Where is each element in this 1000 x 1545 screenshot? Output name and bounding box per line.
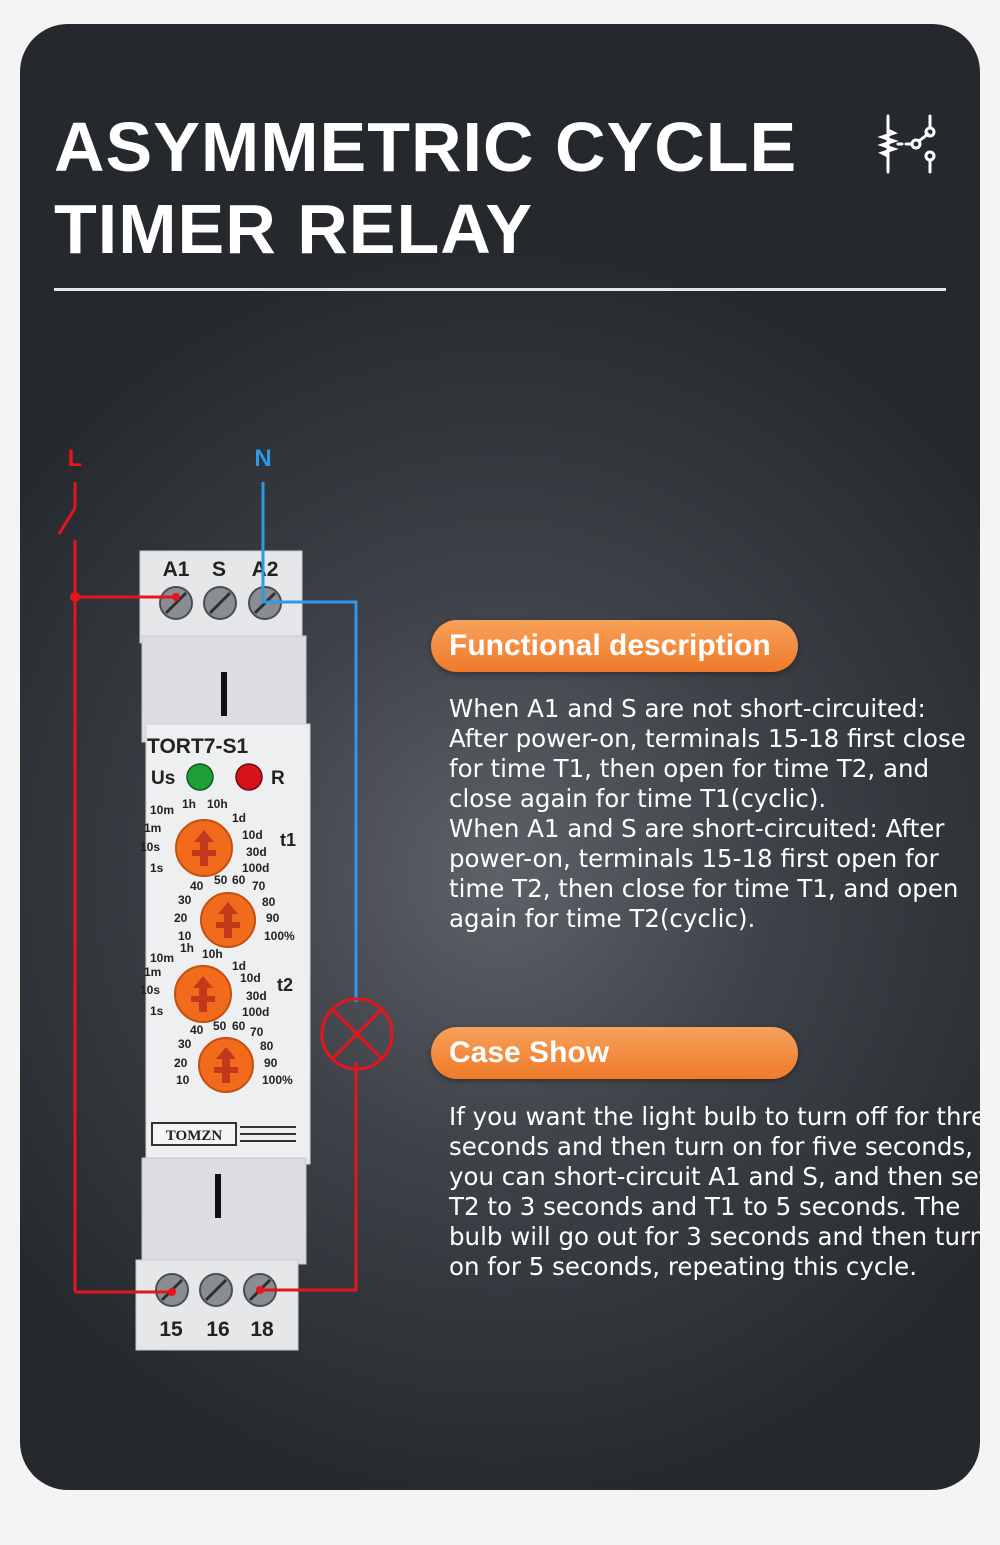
neutral-label: N bbox=[254, 445, 271, 472]
model-name: TORT7-S1 bbox=[147, 735, 248, 758]
svg-text:60: 60 bbox=[232, 1019, 246, 1033]
brand-box bbox=[151, 1122, 237, 1146]
svg-text:1d: 1d bbox=[232, 811, 246, 825]
t1-range-knob[interactable] bbox=[175, 819, 233, 877]
svg-text:90: 90 bbox=[266, 911, 280, 925]
svg-text:1s: 1s bbox=[150, 1004, 164, 1018]
svg-text:50: 50 bbox=[214, 873, 228, 887]
svg-text:1d: 1d bbox=[232, 959, 246, 973]
terminal-label-18: 18 bbox=[250, 1318, 274, 1341]
t1-range-ticks: 10m 1h 10h 1d 1m 10d 10s 30d 1s 100d bbox=[140, 797, 269, 875]
svg-text:40: 40 bbox=[190, 1023, 204, 1037]
t2-range-knob[interactable] bbox=[174, 965, 232, 1023]
svg-text:100%: 100% bbox=[262, 1073, 293, 1087]
led-label-us: Us bbox=[151, 768, 175, 789]
brand-lines bbox=[240, 1126, 296, 1142]
live-label: L bbox=[68, 445, 83, 472]
svg-text:100d: 100d bbox=[242, 1005, 269, 1019]
page-title: ASYMMETRIC CYCLE TIMER RELAY bbox=[54, 106, 797, 270]
svg-text:10m: 10m bbox=[150, 803, 174, 817]
svg-text:10s: 10s bbox=[140, 840, 160, 854]
svg-text:30d: 30d bbox=[246, 845, 267, 859]
t2-percent-knob[interactable] bbox=[198, 1037, 254, 1093]
svg-text:100d: 100d bbox=[242, 861, 269, 875]
wire-neutral-to-lamp bbox=[261, 482, 358, 1002]
t1-percent-ticks: 40 50 60 70 30 80 20 90 10 100% bbox=[174, 873, 295, 943]
contact-15 bbox=[168, 1288, 176, 1296]
svg-text:70: 70 bbox=[252, 879, 266, 893]
terminal-screw-s[interactable] bbox=[203, 586, 237, 620]
relay-contact-icon bbox=[878, 114, 936, 174]
case-show-text: If you want the light bulb to turn off f… bbox=[449, 1102, 980, 1281]
svg-text:1m: 1m bbox=[144, 821, 161, 835]
wire-lamp-to-18 bbox=[260, 1062, 358, 1292]
brand-logo: TOMZN bbox=[166, 1128, 223, 1144]
product-card: ASYMMETRIC CYCLE TIMER RELAY L N bbox=[20, 24, 980, 1490]
title-divider bbox=[54, 288, 946, 291]
terminal-screw-16[interactable] bbox=[199, 1273, 233, 1307]
svg-text:90: 90 bbox=[264, 1056, 278, 1070]
led-label-r: R bbox=[271, 768, 285, 789]
svg-text:20: 20 bbox=[174, 911, 188, 925]
t1-percent-knob[interactable] bbox=[200, 892, 256, 948]
svg-text:30: 30 bbox=[178, 893, 192, 907]
title-line-1: ASYMMETRIC CYCLE bbox=[54, 108, 798, 186]
relay-device bbox=[135, 550, 311, 1351]
svg-text:30d: 30d bbox=[246, 989, 267, 1003]
svg-text:20: 20 bbox=[174, 1056, 188, 1070]
dial-label-t1: t1 bbox=[280, 830, 296, 850]
terminal-label-a2: A2 bbox=[252, 558, 279, 581]
contact-18 bbox=[256, 1286, 264, 1294]
terminal-label-15: 15 bbox=[159, 1318, 183, 1341]
relay-led-icon bbox=[235, 763, 263, 791]
svg-text:50: 50 bbox=[213, 1019, 227, 1033]
svg-text:1s: 1s bbox=[150, 861, 164, 875]
svg-text:70: 70 bbox=[250, 1025, 264, 1039]
a1-contact bbox=[172, 593, 180, 601]
svg-text:30: 30 bbox=[178, 1037, 192, 1051]
svg-text:10m: 10m bbox=[150, 951, 174, 965]
lamp-symbol-icon bbox=[320, 997, 394, 1071]
live-junction bbox=[70, 592, 80, 602]
svg-text:100%: 100% bbox=[264, 929, 295, 943]
svg-text:1h: 1h bbox=[180, 941, 194, 955]
case-show-heading: Case Show bbox=[431, 1027, 798, 1079]
svg-text:10d: 10d bbox=[240, 971, 261, 985]
title-line-2: TIMER RELAY bbox=[54, 190, 534, 268]
svg-text:10h: 10h bbox=[202, 947, 223, 961]
live-switch-blade bbox=[57, 507, 77, 535]
svg-text:80: 80 bbox=[262, 895, 276, 909]
power-led-icon bbox=[186, 763, 214, 791]
terminal-screw-a1[interactable] bbox=[159, 586, 193, 620]
terminal-label-s: S bbox=[212, 558, 226, 581]
svg-text:10d: 10d bbox=[242, 828, 263, 842]
terminal-label-a1: A1 bbox=[163, 558, 190, 581]
svg-text:1m: 1m bbox=[144, 965, 161, 979]
dial-label-t2: t2 bbox=[277, 975, 293, 995]
svg-text:10s: 10s bbox=[140, 983, 160, 997]
svg-text:1h: 1h bbox=[182, 797, 196, 811]
svg-text:10: 10 bbox=[178, 929, 192, 943]
functional-description-heading: Functional description bbox=[431, 620, 798, 672]
t2-range-ticks: 10m 1h 10h 1d 1m 10d 10s 30d 1s 100d bbox=[140, 941, 269, 1019]
svg-text:10: 10 bbox=[176, 1073, 190, 1087]
t2-percent-ticks: 40 50 60 70 30 80 20 90 10 100% bbox=[174, 1019, 293, 1087]
wiring-diagram: L N A1 S A2 bbox=[57, 445, 394, 1351]
terminal-label-16: 16 bbox=[206, 1318, 229, 1341]
svg-text:40: 40 bbox=[190, 879, 204, 893]
svg-text:10h: 10h bbox=[207, 797, 228, 811]
svg-text:80: 80 bbox=[260, 1039, 274, 1053]
functional-description-text: When A1 and S are not short-circuited: A… bbox=[449, 694, 966, 933]
svg-text:60: 60 bbox=[232, 873, 246, 887]
